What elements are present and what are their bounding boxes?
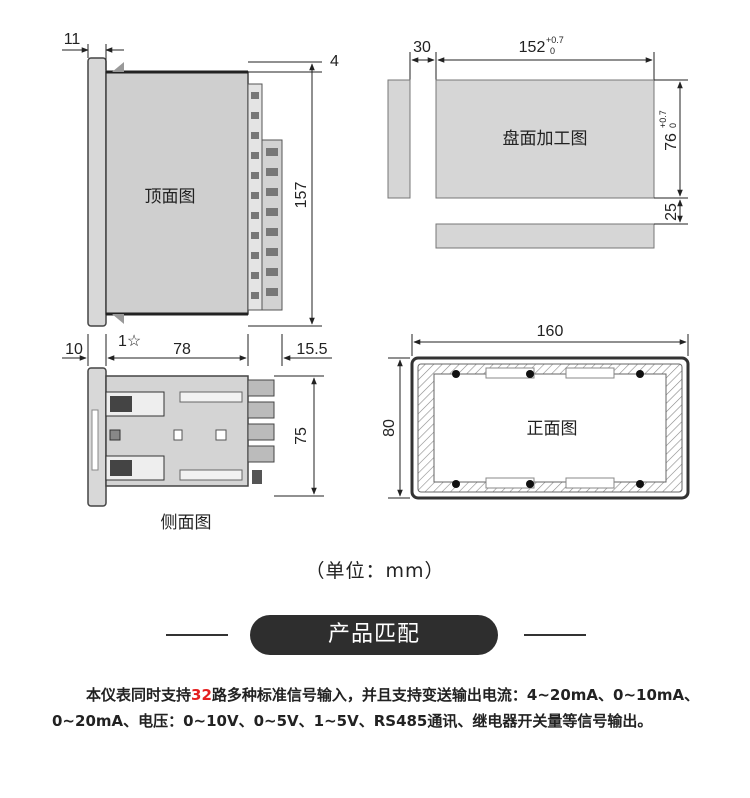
side-view-label: 侧面图 [161,513,212,533]
top-view-panel [87,57,107,327]
dim-top-rear-gap: 4 [330,53,339,70]
dim-cutout-width-tol-lower: 0 [550,46,555,56]
description-prefix: 本仪表同时支持 [86,686,192,704]
front-window [433,373,667,483]
top-view-mark: 1☆ [118,333,141,350]
dim-cutout-height-tol-lower: 0 [668,123,678,128]
dim-cutout-width-tol-upper: +0.7 [546,35,564,45]
description-highlight: 32 [191,686,212,704]
dim-cutout-height: 76 [663,133,680,151]
side-view: 10 78 15.5 75 侧面图 [62,334,332,533]
dim-cutout-width: 152 [519,39,546,56]
dim-side-depth: 78 [173,341,191,358]
dimension-drawing: 顶面图 11 4 157 1☆ 10 78 15.5 [62,31,690,533]
dim-top-height: 157 [293,182,310,209]
cutout-panel [435,79,655,199]
dim-cutout-gap: 25 [663,203,680,221]
cutout-view: 30 152 +0.7 0 盘面加工图 76 +0.7 0 25 [387,35,688,249]
cutout-bottom-strip [435,223,655,249]
top-view: 顶面图 11 4 157 1☆ [62,31,339,350]
dim-cutout-margin: 30 [413,39,431,56]
dim-front-width: 160 [537,323,564,340]
cutout-side-strip [387,79,411,199]
front-view-label: 正面图 [527,419,578,439]
dim-top-front: 11 [64,31,81,48]
dim-side-panel: 10 [65,341,83,358]
mounting-clips [105,391,243,481]
terminal-strip [247,83,283,311]
top-view-label: 顶面图 [145,187,196,207]
dim-cutout-height-tol-upper: +0.7 [658,110,668,128]
banner-line-left [166,634,228,636]
dim-front-height: 80 [381,419,398,437]
product-description: 本仪表同时支持32路多种标准信号输入，并且支持变送输出电流：4~20mA、0~1… [52,682,712,734]
dim-side-terminal: 15.5 [296,341,327,358]
section-header: 产品匹配 [0,615,750,657]
top-view-body [105,71,249,315]
description-rest: 路多种标准信号输入，并且支持变送输出电流：4~20mA、0~10mA、0~20m… [52,686,700,730]
unit-note: （单位：mm） [305,560,445,582]
side-terminals [247,379,275,484]
front-view: 160 80 正面图 [381,323,690,500]
banner-line-right [524,634,586,636]
cutout-view-label: 盘面加工图 [503,129,588,149]
mounting-holes [452,370,644,488]
dim-side-height: 75 [293,427,310,445]
section-title: 产品匹配 [250,615,498,655]
